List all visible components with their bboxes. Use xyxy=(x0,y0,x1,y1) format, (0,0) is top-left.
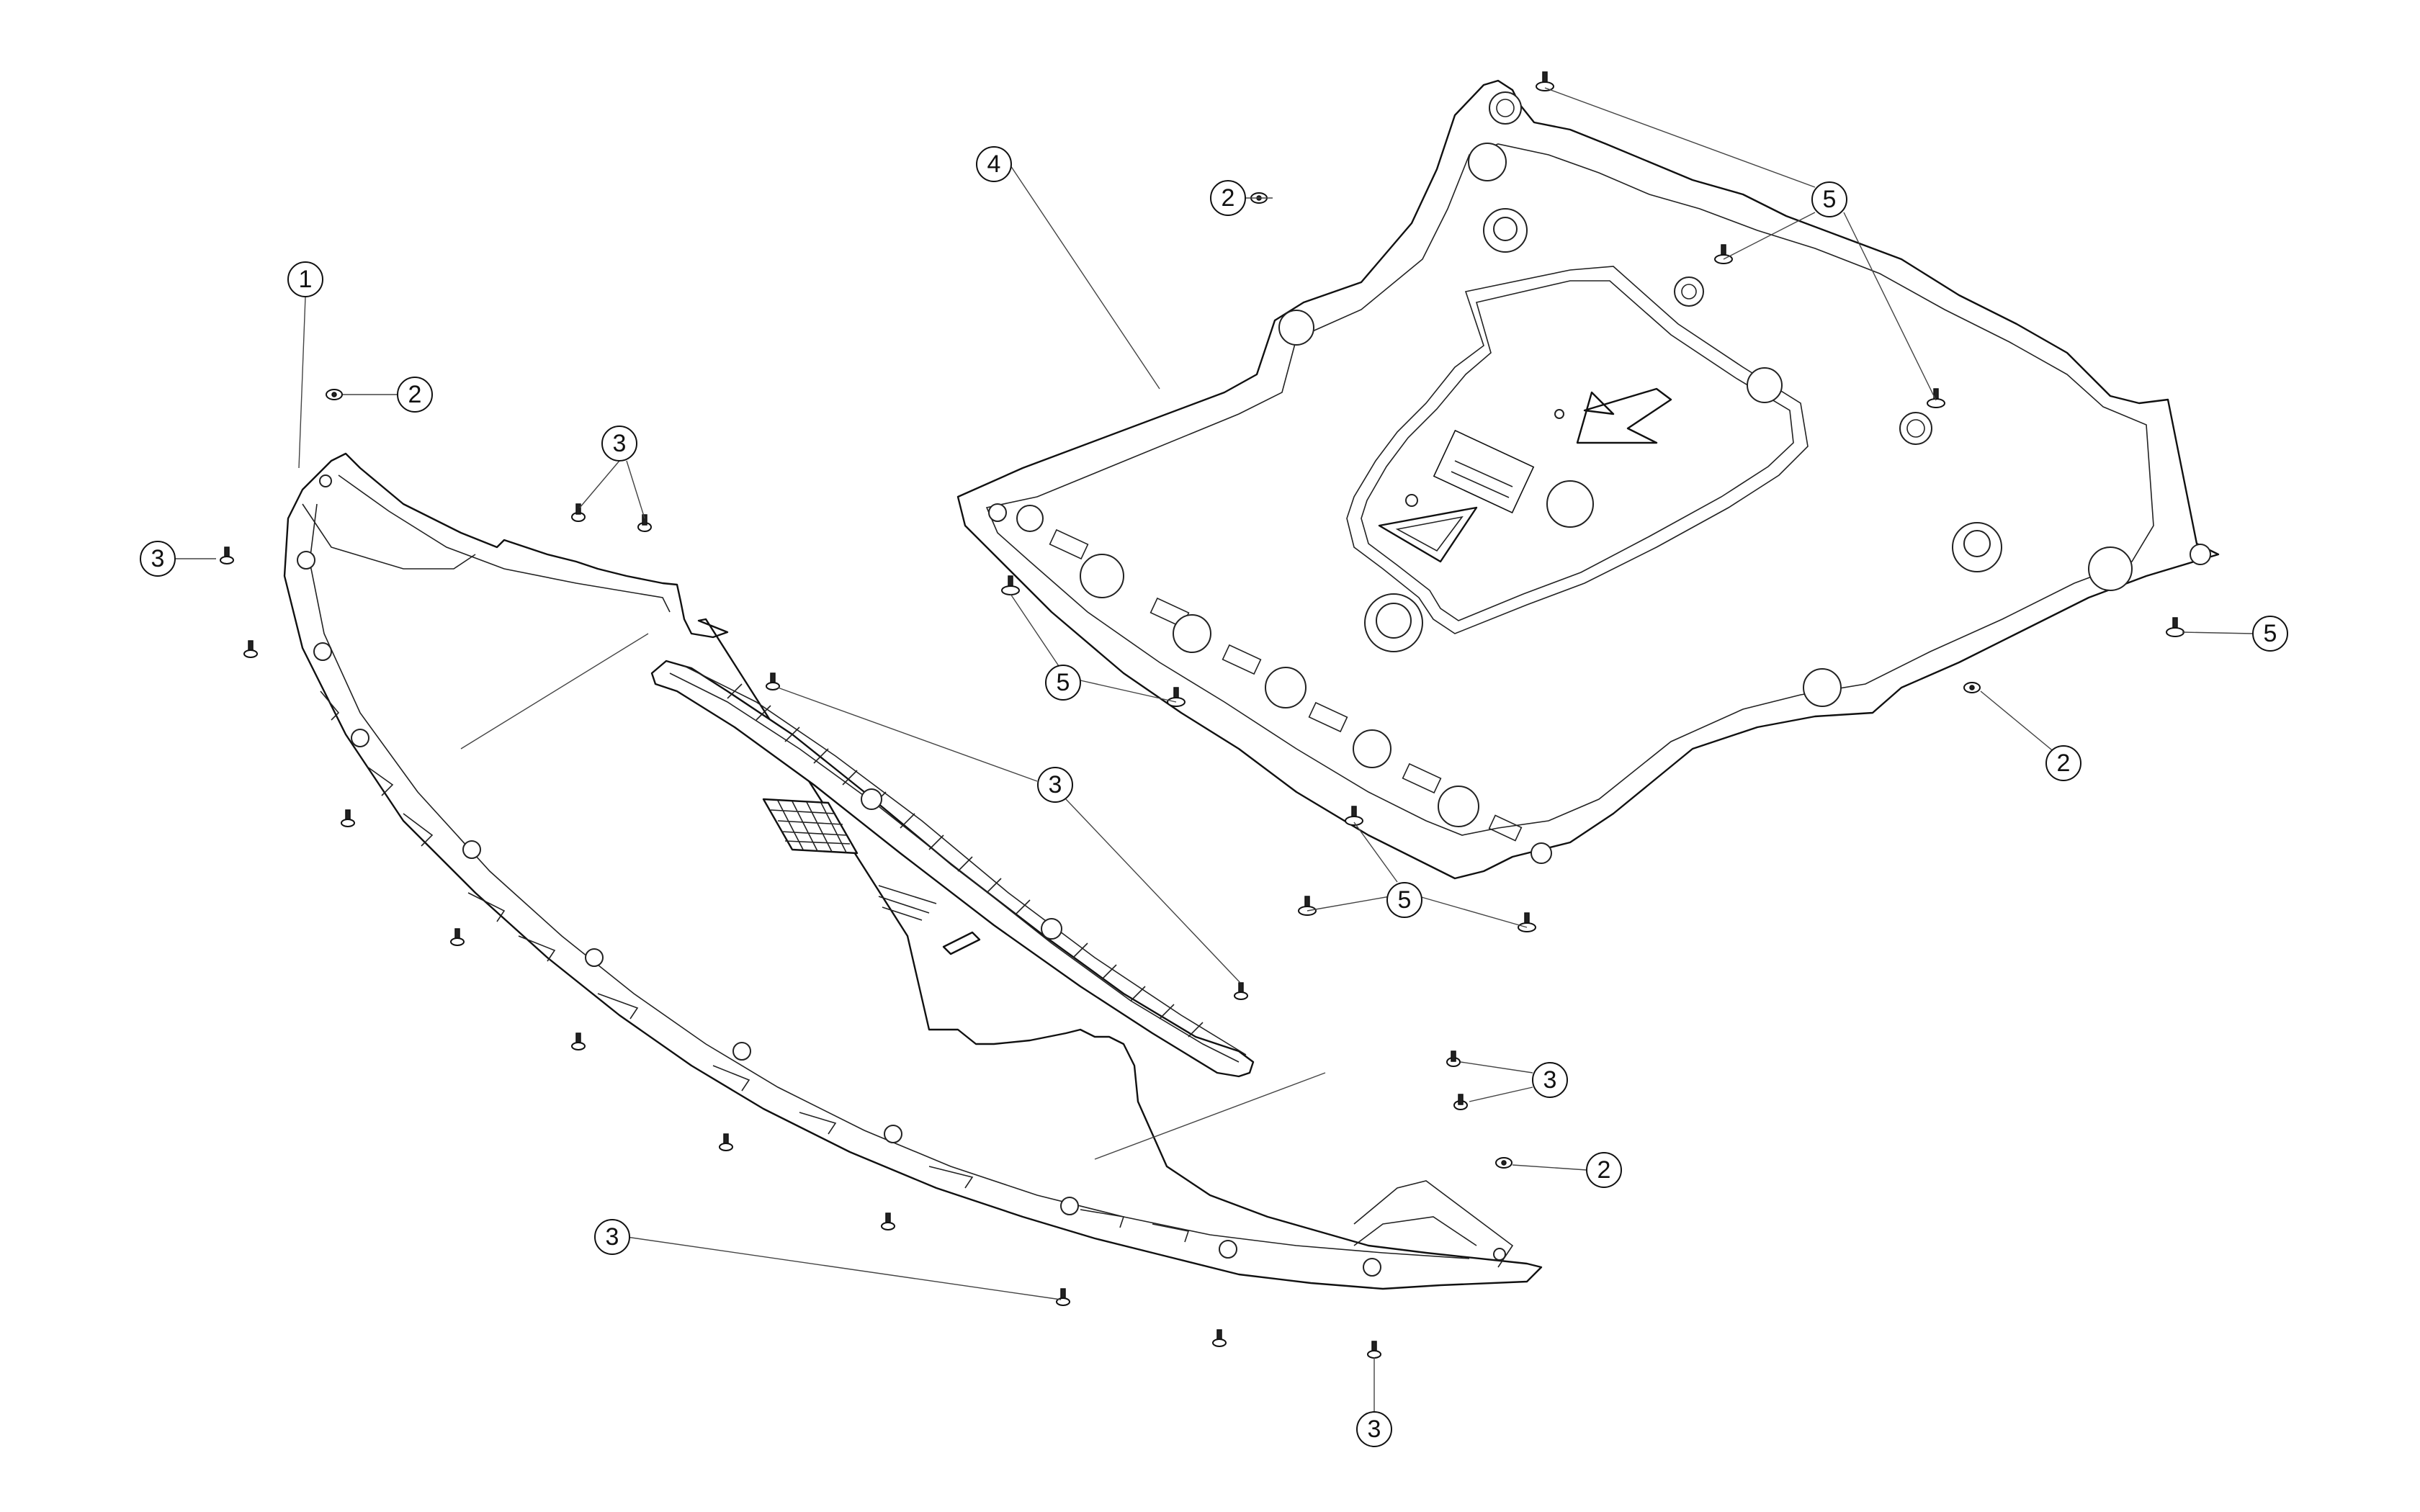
callout-3-number: 3 xyxy=(1049,771,1062,798)
callout-5-number: 5 xyxy=(1823,186,1837,213)
callout-2: 2 xyxy=(1210,180,1246,216)
callout-2: 2 xyxy=(2045,745,2081,781)
callout-3-number: 3 xyxy=(1543,1066,1557,1094)
screw xyxy=(881,1212,895,1230)
screw xyxy=(341,809,355,827)
clip xyxy=(1927,388,1945,408)
screw xyxy=(637,514,652,532)
underbody-panel xyxy=(956,79,2220,880)
callout-3-number: 3 xyxy=(151,545,165,572)
screw xyxy=(1234,982,1248,1000)
clip xyxy=(1001,575,1020,595)
callout-3: 3 xyxy=(140,541,176,577)
callout-5: 5 xyxy=(1811,181,1847,217)
undertray-bosses xyxy=(297,551,1381,1277)
screw xyxy=(1212,1329,1227,1347)
clip xyxy=(1536,71,1554,91)
clip xyxy=(2166,617,2184,637)
callout-5: 5 xyxy=(1386,882,1422,918)
callout-3: 3 xyxy=(1532,1062,1568,1098)
nut xyxy=(1495,1157,1512,1169)
center-rail xyxy=(650,660,1255,1078)
callout-2-number: 2 xyxy=(2057,750,2071,777)
clip xyxy=(1518,912,1536,932)
callout-2-number: 2 xyxy=(1222,184,1235,212)
fasteners xyxy=(220,71,2184,1359)
callout-3: 3 xyxy=(1037,767,1073,803)
callout-1: 1 xyxy=(287,261,323,297)
callout-2-number: 2 xyxy=(1597,1156,1611,1184)
callout-2-number: 2 xyxy=(408,381,422,408)
callout-5-number: 5 xyxy=(1398,886,1412,914)
callout-3: 3 xyxy=(594,1219,630,1255)
screw xyxy=(1453,1094,1468,1110)
callout-5-number: 5 xyxy=(1057,669,1070,696)
callout-2: 2 xyxy=(397,377,433,413)
clip xyxy=(1345,806,1363,826)
callout-5: 5 xyxy=(2252,616,2288,652)
callout-1-number: 1 xyxy=(299,266,313,293)
callout-3-number: 3 xyxy=(606,1223,619,1251)
callout-4: 4 xyxy=(976,146,1012,182)
screw xyxy=(220,546,234,564)
callout-2: 2 xyxy=(1586,1152,1622,1188)
callout-4-number: 4 xyxy=(987,150,1001,178)
callout-5: 5 xyxy=(1045,665,1081,701)
screw xyxy=(571,503,586,522)
nut xyxy=(1963,682,1981,693)
callout-3-number: 3 xyxy=(613,430,627,457)
clip xyxy=(1298,896,1317,916)
screw xyxy=(571,1032,586,1050)
mount-holes xyxy=(1278,91,2211,707)
screw xyxy=(719,1133,733,1151)
callout-3: 3 xyxy=(1356,1411,1392,1447)
screw xyxy=(1367,1341,1381,1359)
screw xyxy=(450,928,465,946)
callout-5-number: 5 xyxy=(2264,620,2277,647)
undertray-tabs xyxy=(320,690,1190,1243)
callout-3-number: 3 xyxy=(1368,1416,1381,1443)
nut xyxy=(326,389,343,400)
callout-3: 3 xyxy=(601,426,637,462)
warning-label-plate xyxy=(1433,429,1535,514)
screw xyxy=(1056,1288,1070,1306)
edge-recesses xyxy=(988,503,1552,864)
screw xyxy=(243,640,258,658)
screw xyxy=(766,672,780,690)
screw xyxy=(1446,1050,1461,1067)
front-undertray xyxy=(283,452,1543,1290)
vent-grid xyxy=(762,798,859,855)
leader-lines xyxy=(175,87,2254,1411)
